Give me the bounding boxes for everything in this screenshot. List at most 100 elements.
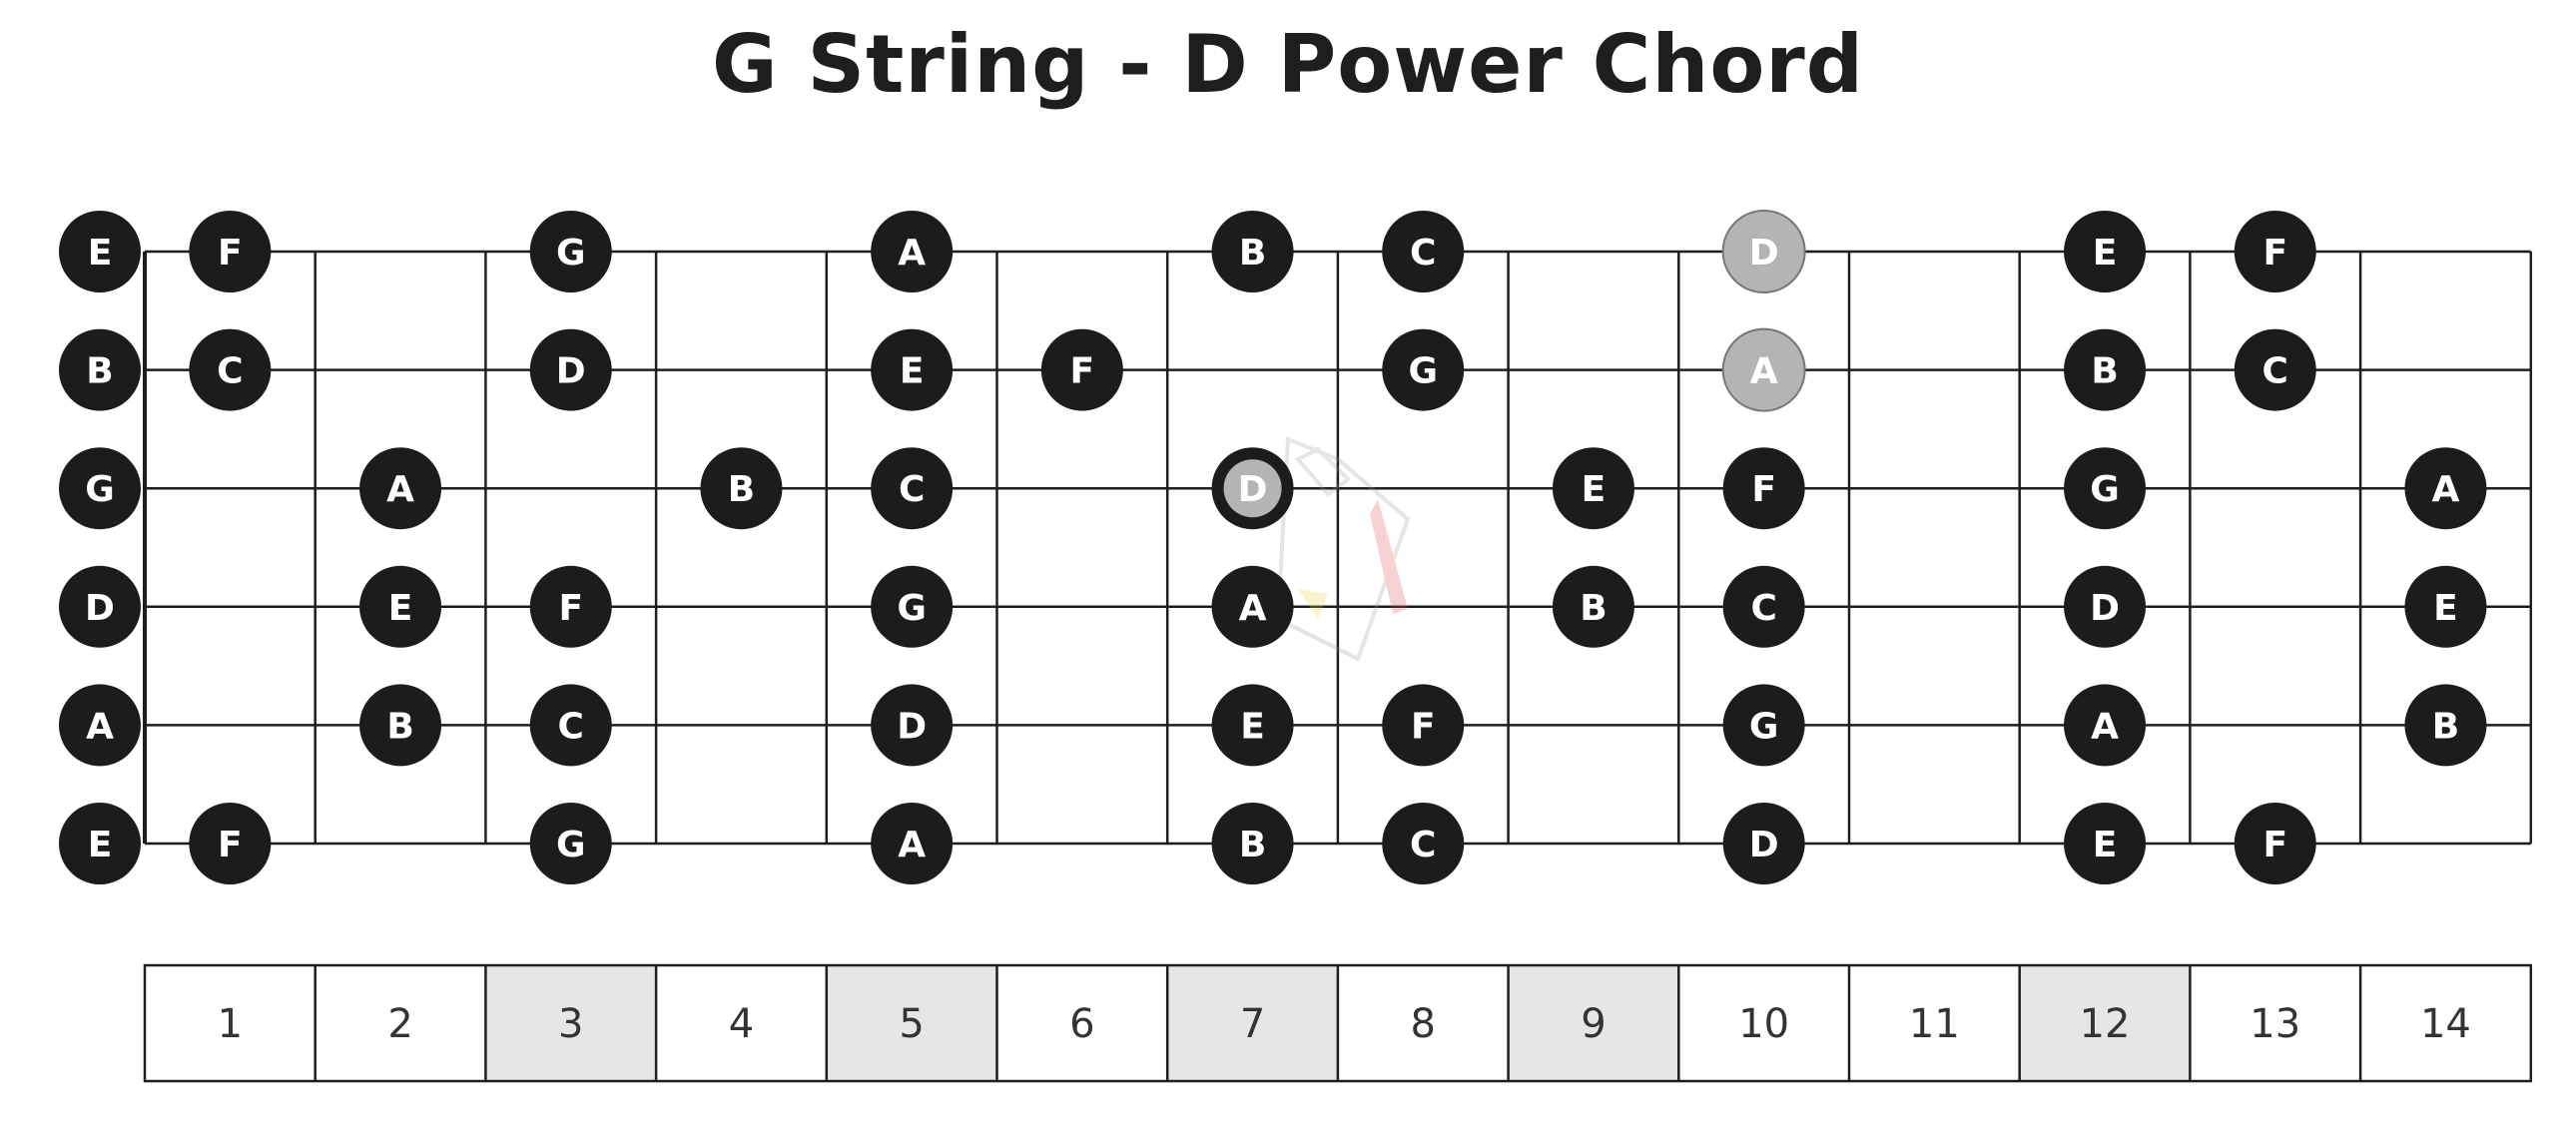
note-circle [529,328,612,411]
note-circle [2064,328,2147,411]
note-circle [1721,210,1806,293]
note-label: F [218,825,243,865]
note-marker-s1-f13: F [2234,211,2316,292]
note-label: A [898,825,926,865]
note-marker-s6-f5: A [871,803,954,884]
note-marker-s3-f4: B [700,447,783,530]
note-circle [2234,211,2316,292]
note-circle [59,211,141,292]
fret-number-5: 5 [899,1001,924,1047]
note-marker-s4-f9: B [1552,565,1634,648]
note-marker-s3-f5: C [871,447,954,530]
note-circle [189,211,272,292]
note-label: C [558,706,584,747]
note-marker-s2-f3: D [529,328,612,411]
note-marker-s4-f7: A [1211,565,1294,648]
note-marker-s2-f1: C [189,328,272,411]
note-circle [1223,459,1282,518]
note-circle [2064,447,2147,530]
note-circle [1552,447,1634,530]
note-marker-s2-f8: G [1382,328,1465,411]
note-circle [59,328,141,411]
note-label: E [1582,469,1607,510]
note-marker-s1-f0: E [59,211,141,292]
note-circle [2064,565,2147,648]
note-label: G [1408,351,1438,392]
note-marker-s4-f14: E [2404,565,2487,648]
note-label: D [1749,825,1779,865]
note-label: D [556,351,586,392]
note-label: F [218,233,243,274]
note-label: A [86,706,114,747]
note-marker-s5-f3: C [529,684,612,767]
fret-number-3: 3 [558,1001,583,1047]
fret-number-8: 8 [1411,1001,1436,1047]
note-marker-s6-f7: B [1211,803,1294,884]
note-circle [1722,565,1805,648]
fret-number-shade-9 [1508,965,1679,1081]
note-label: C [899,469,925,510]
note-circle [359,447,442,530]
note-marker-s5-f10: G [1722,684,1805,767]
fret-number-13: 13 [2250,1001,2300,1047]
note-label: G [2090,469,2120,510]
note-marker-s6-f8: C [1382,803,1465,884]
note-label: D [85,588,115,629]
note-circle [1382,684,1465,767]
note-marker-s1-f1: F [189,211,272,292]
note-label: E [388,588,413,629]
diagram-title: G String - D Power Chord [711,18,1865,111]
note-marker-s5-f2: B [359,684,442,767]
note-circle [2064,211,2147,292]
note-label: B [386,706,413,747]
note-marker-s6-f1: F [189,803,272,884]
fret-number-11: 11 [1909,1001,1960,1047]
note-circle [871,803,954,884]
note-circle [1722,684,1805,767]
note-circle [1040,328,1123,411]
fret-number-row [485,965,2191,1081]
note-marker-s1-f12: E [2064,211,2147,292]
note-label: C [1750,588,1776,629]
note-label: B [2091,351,2118,392]
fret-number-9: 9 [1581,1001,1606,1047]
note-label: F [2262,825,2287,865]
note-marker-s1-f7: B [1211,211,1294,292]
note-marker-s4-f10: C [1722,565,1805,648]
note-circle [2404,447,2487,530]
note-marker-s3-f2: A [359,447,442,530]
note-marker-s2-f10: A [1721,327,1806,412]
note-circle [871,447,954,530]
note-marker-s1-f10: D [1721,210,1806,293]
note-label: G [556,825,586,865]
note-circle [59,447,141,530]
note-label: F [1070,351,1095,392]
note-label: G [556,233,586,274]
fret-number-6: 6 [1069,1001,1094,1047]
note-label: B [1239,233,1266,274]
note-marker-s5-f14: B [2404,684,2487,767]
note-circle [1722,447,1805,530]
note-label: B [1580,588,1607,629]
note-circle [189,328,272,411]
note-circle [871,211,954,292]
note-circle [1552,565,1634,648]
note-marker-s2-f6: F [1040,328,1123,411]
note-marker-s1-f5: A [871,211,954,292]
note-label: G [85,469,115,510]
note-label: E [2093,825,2118,865]
note-label: E [2093,233,2118,274]
note-label: E [88,825,113,865]
note-marker-s3-f7: D [1211,447,1294,530]
note-circle [1382,328,1465,411]
note-label: E [1240,706,1265,747]
note-label: A [2091,706,2119,747]
note-circle [1382,803,1465,884]
note-marker-s6-f3: G [529,803,612,884]
note-marker-s3-f9: E [1552,447,1634,530]
note-circle [1211,803,1294,884]
note-marker-s6-f10: D [1722,803,1805,884]
note-circle [2234,803,2316,884]
note-label: C [217,351,243,392]
